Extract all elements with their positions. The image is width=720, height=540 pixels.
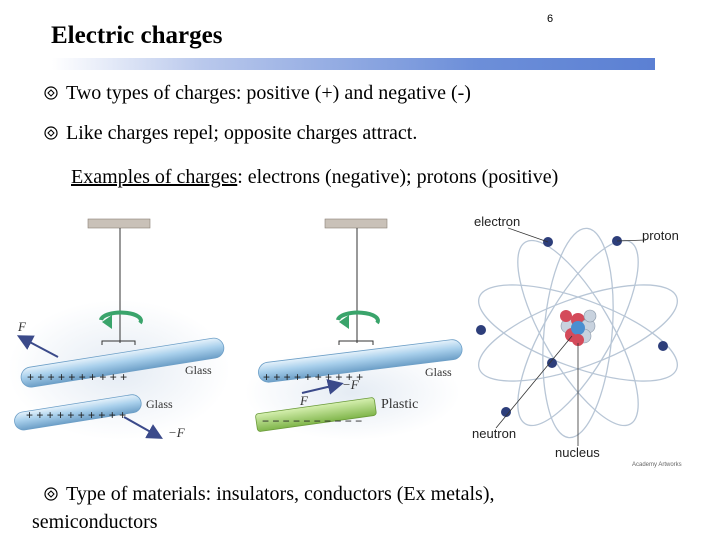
- electron-dots: [476, 236, 668, 417]
- rotation-arrow-head-icon: [339, 315, 349, 329]
- page-number: 6: [547, 13, 554, 25]
- glass-rod-lower: [14, 394, 142, 431]
- nucleus: [560, 309, 597, 346]
- plastic-rod: [255, 397, 377, 432]
- label-leaders: [495, 227, 647, 446]
- examples-label: Examples of charges: [71, 166, 238, 188]
- bullet-icon: [44, 487, 58, 501]
- force-label: −F: [168, 425, 186, 440]
- bullet-text: Like charges repel; opposite charges att…: [66, 122, 418, 144]
- force-label: F: [299, 393, 309, 408]
- image-credit: Academy Artworks: [632, 462, 682, 468]
- bullet-icon: [44, 126, 58, 140]
- force-arrow: [16, 335, 59, 358]
- bullet-text: Type of materials: insulators, conductor…: [66, 483, 495, 505]
- plastic-label: Plastic: [381, 397, 418, 412]
- slide-title: Electric charges: [51, 22, 223, 49]
- rotation-arrow-head-icon: [102, 315, 112, 329]
- examples-line: Examples of charges: electrons (negative…: [71, 166, 558, 189]
- support-bar: [87, 218, 151, 229]
- glass-rod-upper: [20, 337, 225, 388]
- rotation-arrow-icon: [99, 310, 143, 325]
- force-arrow: [301, 379, 344, 395]
- plus-charges: + + + + + + + + + +: [26, 408, 126, 422]
- force-arrow: [123, 416, 163, 439]
- rotation-arrow-icon: [336, 310, 380, 325]
- glass-label: Glass: [185, 363, 212, 377]
- examples-text: : electrons (negative); protons (positiv…: [237, 166, 559, 188]
- atom-diagram: electron proton neutron nucleus Academy …: [472, 214, 682, 468]
- title-rule: [52, 58, 655, 70]
- electron-orbits: [477, 227, 679, 439]
- bullet-text: Two types of charges: positive (+) and n…: [66, 82, 471, 104]
- glass-label: Glass: [425, 365, 452, 379]
- plus-charges: + + + + + + + + + +: [27, 370, 127, 384]
- force-label: −F: [342, 377, 360, 392]
- stirrup: [338, 340, 374, 345]
- bullet-item: Like charges repel; opposite charges att…: [44, 122, 417, 145]
- minus-charges: − − − − − − − − − −: [262, 414, 362, 428]
- neutron-label: neutron: [472, 426, 516, 441]
- nucleus-label: nucleus: [555, 445, 600, 460]
- bullet-item: Two types of charges: positive (+) and n…: [44, 82, 471, 105]
- bullet-text-continued: semiconductors: [32, 511, 158, 533]
- glass-rod-right: [258, 339, 463, 383]
- stirrup: [101, 340, 136, 345]
- charged-rods-figure: + + + + + + + + + + + + + + + + + + + + …: [8, 218, 463, 440]
- force-label: F: [17, 319, 27, 334]
- electron-label: electron: [474, 214, 520, 229]
- proton-label: proton: [642, 228, 679, 243]
- bullet-icon: [44, 86, 58, 100]
- support-bar: [324, 218, 388, 229]
- glass-label: Glass: [146, 397, 173, 411]
- bullet-item: Type of materials: insulators, conductor…: [32, 480, 495, 536]
